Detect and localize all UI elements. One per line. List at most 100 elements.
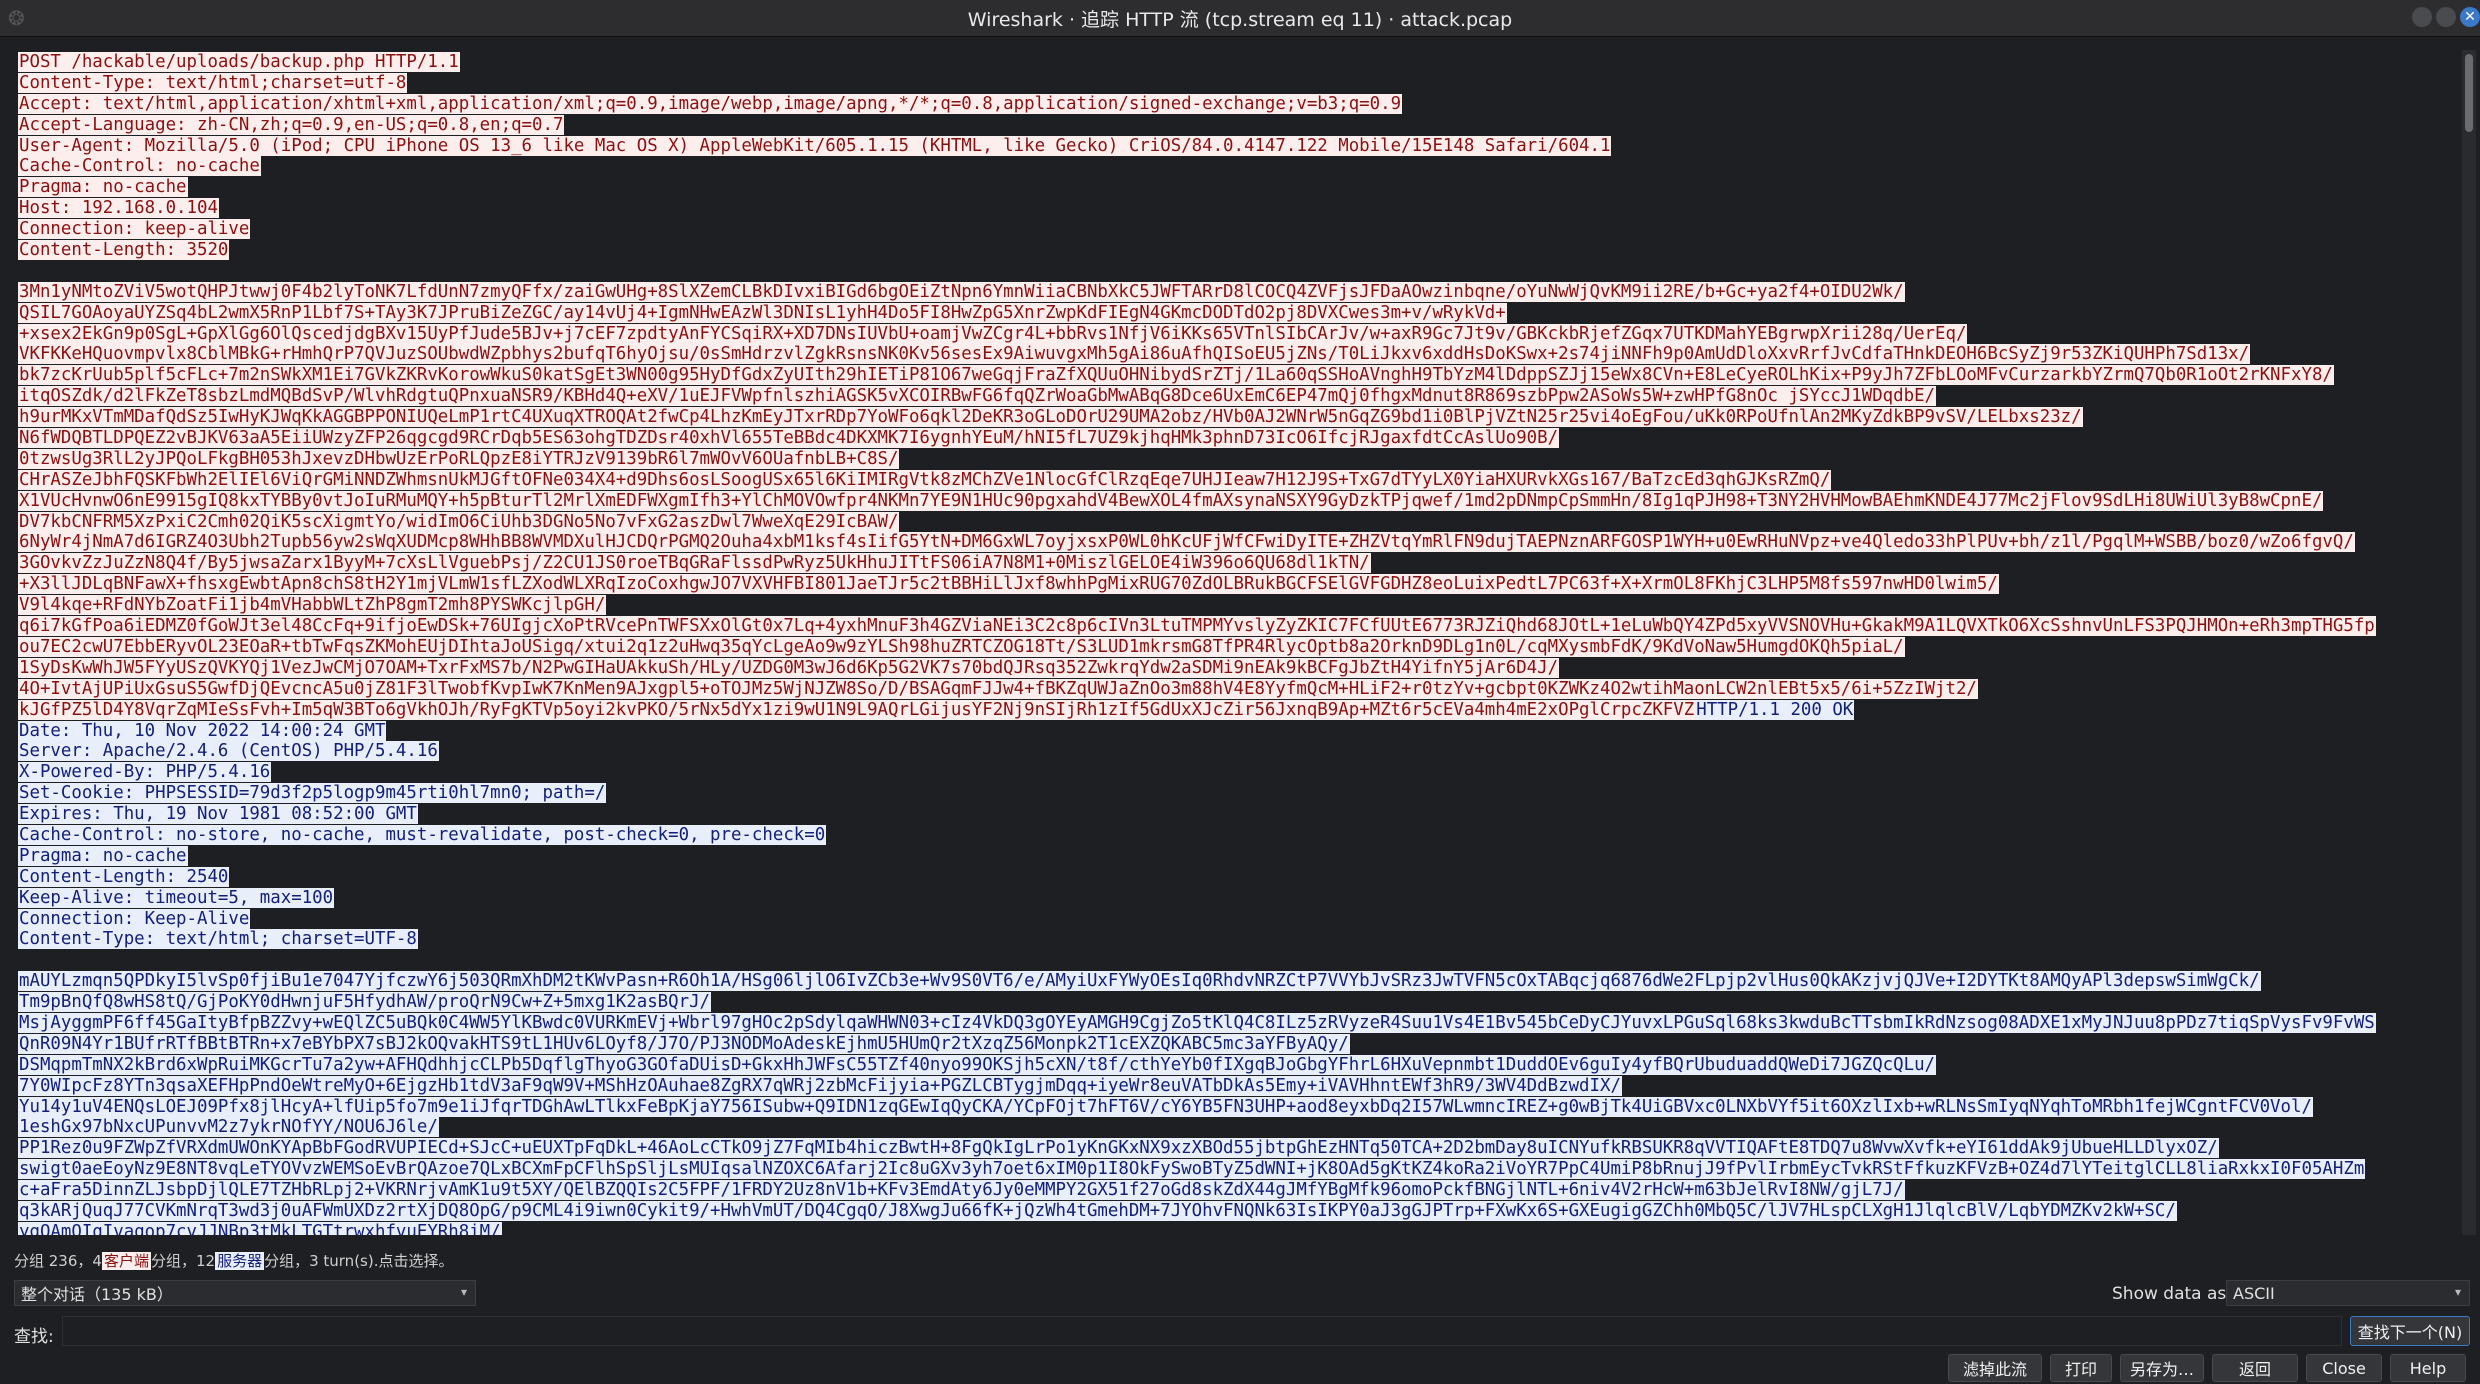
conversation-select[interactable]: 整个对话（135 kB） ▾ — [14, 1280, 476, 1306]
stream-text: POST /hackable/uploads/backup.php HTTP/1… — [18, 52, 2458, 1235]
server-status-line: HTTP/1.1 200 OK — [1695, 699, 1855, 720]
conversation-select-value: 整个对话（135 kB） — [21, 1285, 173, 1304]
client-header-line: Accept: text/html,application/xhtml+xml,… — [18, 93, 2458, 115]
close-window-button[interactable]: ✕ — [2460, 7, 2480, 27]
server-header-line-text: Expires: Thu, 19 Nov 1981 08:52:00 GMT — [18, 804, 418, 825]
server-body-line: Yu14y1uV4ENQsLOEJ09Pfx8jlHcyA+lfUip5fo7m… — [18, 1096, 2458, 1118]
client-body-line: +xsex2EkGn9p0SgL+GpXlGg6OlQscedjdgBXv15U… — [18, 323, 2458, 345]
server-body-line: ygOAmOIqIvaqop7cvJJNBp3tMkLTGTtrwxhfvuEY… — [18, 1221, 2458, 1235]
server-header-line: X-Powered-By: PHP/5.4.16 — [18, 762, 2458, 783]
client-body-line-text: CHrASZeJbhFQSKFbWh2ElIEl6ViQrGMiNNDZWhms… — [18, 469, 1832, 490]
save-as-button[interactable]: 另存为… — [2120, 1354, 2204, 1382]
client-header-line-text: User-Agent: Mozilla/5.0 (iPod; CPU iPhon… — [18, 135, 1612, 156]
client-body-line-text: DV7kbCNFRM5XzPxiC2Cmh02QiK5scXigmtYo/wid… — [18, 511, 900, 532]
client-body-line-text: +X3llJDLqBNFawX+fhsxgEwbtApn8chS8tH2Y1mj… — [18, 574, 1999, 595]
client-body-line-text: 0tzwsUg3RlL2yJPQoLFkgBH053hJxevzDHbwUzEr… — [18, 448, 900, 469]
client-body-line-text: X1VUcHvnwO6nE9915gIQ8kxTYBBy0vtJoIuRMuMQ… — [18, 490, 2324, 511]
server-body-line: MsjAyggmPF6ff45GaItyBfpBZZvy+wEQlZC5uBQk… — [18, 1012, 2458, 1034]
client-body-line: bk7zcKrUub5plf5cFLc+7m2nSWkXM1Ei7GVkZKRv… — [18, 365, 2458, 386]
find-next-button[interactable]: 查找下一个(N) — [2350, 1316, 2470, 1346]
server-header-line: Expires: Thu, 19 Nov 1981 08:52:00 GMT — [18, 804, 2458, 825]
maximize-button[interactable] — [2436, 7, 2456, 27]
client-body-line: q6i7kGfPoa6iEDMZ0fGoWJt3el48CcFq+9ifjoEw… — [18, 616, 2458, 637]
stream-content-area[interactable]: POST /hackable/uploads/backup.php HTTP/1… — [0, 50, 2460, 1235]
scrollbar-thumb[interactable] — [2465, 54, 2473, 132]
client-body-line: 6NyWr4jNmA7d6IGRZ4O3Ubh2Tupb56yw2sWqXUDM… — [18, 532, 2458, 553]
window-title: Wireshark · 追踪 HTTP 流 (tcp.stream eq 11)… — [967, 8, 1513, 31]
server-body-line-text: 7Y0WIpcFz8YTn3qsaXEFHpPndOeWtreMyO+6Ejgz… — [18, 1075, 1622, 1096]
server-body-line-text: mAUYLzmqn5QPDkyI5lvSp0fjiBu1e7047YjfczwY… — [18, 971, 2261, 992]
client-body-line-text: 3GOvkvZzJuZzN8Q4f/By5jwsaZarx1ByyM+7cXsL… — [18, 553, 1371, 574]
client-body-line: ou7EC2cwU7EbbERyvOL23EOaR+tbTwFqsZKMohEU… — [18, 636, 2458, 658]
minimize-button[interactable] — [2412, 7, 2432, 27]
server-body-line: 7Y0WIpcFz8YTn3qsaXEFHpPndOeWtreMyO+6Ejgz… — [18, 1075, 2458, 1097]
client-body-line: QSIL7GOAoyaUYZSq4bL2wmX5RnP1Lbf7S+TAy3K7… — [18, 302, 2458, 324]
server-header-line-text: X-Powered-By: PHP/5.4.16 — [18, 762, 272, 783]
show-data-select[interactable]: ASCII ▾ — [2226, 1280, 2470, 1306]
client-tag[interactable]: 客户端 — [101, 1252, 151, 1270]
client-body-line: +X3llJDLqBNFawX+fhsxgEwbtApn8chS8tH2Y1mj… — [18, 574, 2458, 595]
vertical-scrollbar[interactable] — [2462, 50, 2476, 1235]
server-body-line-text: Tm9pBnQfQ8wHS8tQ/GjPoKY0dHwnjuF5HfydhAW/… — [18, 992, 712, 1013]
server-header-line: Keep-Alive: timeout=5, max=100 — [18, 887, 2458, 909]
chevron-down-icon: ▾ — [460, 1285, 467, 1299]
server-header-line: Set-Cookie: PHPSESSID=79d3f2p5logp9m45rt… — [18, 783, 2458, 804]
client-body-line: 0tzwsUg3RlL2yJPQoLFkgBH053hJxevzDHbwUzEr… — [18, 448, 2458, 470]
close-button[interactable]: Close — [2306, 1354, 2382, 1382]
client-header-line-text: Accept: text/html,application/xhtml+xml,… — [18, 93, 1403, 114]
status-prefix: 分组 236，4 — [14, 1252, 102, 1270]
server-header-line: Date: Thu, 10 Nov 2022 14:00:24 GMT — [18, 720, 2458, 742]
server-body-line-text: ygOAmOIqIvaqop7cvJJNBp3tMkLTGTtrwxhfvuEY… — [18, 1221, 502, 1235]
client-header-line-text: Accept-Language: zh-CN,zh;q=0.9,en-US;q=… — [18, 114, 565, 135]
server-header-line-text: Keep-Alive: timeout=5, max=100 — [18, 887, 335, 908]
client-header-line: Content-Type: text/html;charset=utf-8 — [18, 72, 2458, 94]
server-body-line-text: 1eshGx97bNxcUPunvvM2z7ykrNOfYY/NOU6J6le/ — [18, 1117, 439, 1138]
client-header-line-text: Content-Type: text/html;charset=utf-8 — [18, 72, 408, 93]
server-body-line-text: PP1Rez0u9FZWpZfVRXdmUWOnKYApBbFGodRVUPIE… — [18, 1138, 2219, 1159]
server-body-line: mAUYLzmqn5QPDkyI5lvSp0fjiBu1e7047YjfczwY… — [18, 971, 2458, 992]
client-body-line: 1SyDsKwWhJW5FYyUSzQVKYQj1VezJwCMjO7OAM+T… — [18, 657, 2458, 679]
client-body-line-text: 6NyWr4jNmA7d6IGRZ4O3Ubh2Tupb56yw2sWqXUDM… — [18, 532, 2355, 553]
client-header-line: User-Agent: Mozilla/5.0 (iPod; CPU iPhon… — [18, 135, 2458, 157]
client-body-line-text: ou7EC2cwU7EbbERyvOL23EOaR+tbTwFqsZKMohEU… — [18, 636, 1905, 657]
help-button[interactable]: Help — [2390, 1354, 2466, 1382]
client-body-line: h9urMKxVTmMDafQdSz5IwHyKJWqKkAGGBPPONIUQ… — [18, 407, 2458, 428]
filter-out-button[interactable]: 滤掉此流 — [1948, 1354, 2042, 1382]
client-body-line: N6fWDQBTLDPQEZ2vBJKV63aA5EiiUWzyZFP26qgc… — [18, 428, 2458, 449]
client-header-line: Accept-Language: zh-CN,zh;q=0.9,en-US;q=… — [18, 114, 2458, 136]
status-suffix: 分组，3 turn(s).点击选择。 — [264, 1252, 454, 1270]
find-input[interactable] — [62, 1316, 2342, 1346]
server-header-line-text: Set-Cookie: PHPSESSID=79d3f2p5logp9m45rt… — [18, 783, 607, 804]
server-body-line: QnR09N4Yr1BUfrRTfBBtBTRn+x7eBYbPX7sBJ2kO… — [18, 1033, 2458, 1055]
client-header-line: Connection: keep-alive — [18, 219, 2458, 240]
blank-line — [18, 261, 2458, 282]
server-body-line: Tm9pBnQfQ8wHS8tQ/GjPoKY0dHwnjuF5HfydhAW/… — [18, 992, 2458, 1013]
title-bar: ❂ Wireshark · 追踪 HTTP 流 (tcp.stream eq 1… — [0, 0, 2480, 37]
server-body-line: DSMqpmTmNX2kBrd6xWpRuiMKGcrTu7a2yw+AFHQd… — [18, 1054, 2458, 1076]
server-body-line: 1eshGx97bNxcUPunvvM2z7ykrNOfYY/NOU6J6le/ — [18, 1117, 2458, 1138]
server-body-line-text: MsjAyggmPF6ff45GaItyBfpBZZvy+wEQlZC5uBQk… — [18, 1012, 2376, 1033]
print-button[interactable]: 打印 — [2050, 1354, 2112, 1382]
client-body-line: 4O+IvtAjUPiUxGsuS5GwfDjQEvcncA5u0jZ81F3l… — [18, 678, 2458, 700]
client-body-line: X1VUcHvnwO6nE9915gIQ8kxTYBBy0vtJoIuRMuMQ… — [18, 490, 2458, 512]
server-tag[interactable]: 服务器 — [215, 1252, 265, 1270]
client-body-line: 3Mn1yNMtoZViV5wotQHPJtwwj0F4b2lyToNK7Lfd… — [18, 281, 2458, 303]
back-button[interactable]: 返回 — [2212, 1354, 2298, 1382]
client-body-line-text: QSIL7GOAoyaUYZSq4bL2wmX5RnP1Lbf7S+TAy3K7… — [18, 302, 1507, 323]
client-body-text: kJGfPZ5lD4Y8VqrZqMIeSsFvh+Im5qW3BTo6gVkh… — [18, 699, 1696, 720]
show-data-value: ASCII — [2233, 1283, 2275, 1303]
server-body-line-text: Yu14y1uV4ENQsLOEJ09Pfx8jlHcyA+lfUip5fo7m… — [18, 1096, 2313, 1117]
client-header-line: Pragma: no-cache — [18, 177, 2458, 198]
client-body-line-text: 4O+IvtAjUPiUxGsuS5GwfDjQEvcncA5u0jZ81F3l… — [18, 678, 1978, 699]
client-header-line: Content-Length: 3520 — [18, 240, 2458, 261]
client-body-line: V9l4kqe+RFdNYbZoatFi1jb4mVHabbWLtZhP8gmT… — [18, 595, 2458, 616]
server-header-line-text: Server: Apache/2.4.6 (CentOS) PHP/5.4.16 — [18, 741, 439, 762]
server-body-line: swigt0aeEoyNz9E8NT8vqLeTYOVvzWEMSoEvBrQA… — [18, 1159, 2458, 1180]
client-body-line-text: bk7zcKrUub5plf5cFLc+7m2nSWkXM1Ei7GVkZKRv… — [18, 365, 2334, 386]
client-header-line-text: Connection: keep-alive — [18, 219, 251, 240]
client-header-line-text: Content-Length: 3520 — [18, 240, 230, 261]
server-header-line: Content-Length: 2540 — [18, 866, 2458, 888]
client-body-line: VKFKKeHQuovmpvlx8CblMBkG+rHmhQrP7QVJuzSO… — [18, 344, 2458, 365]
server-body-line-text: c+aFra5DinnZLJsbpDjlQLE7TZHbRLpj2+VKRNrj… — [18, 1180, 1905, 1201]
